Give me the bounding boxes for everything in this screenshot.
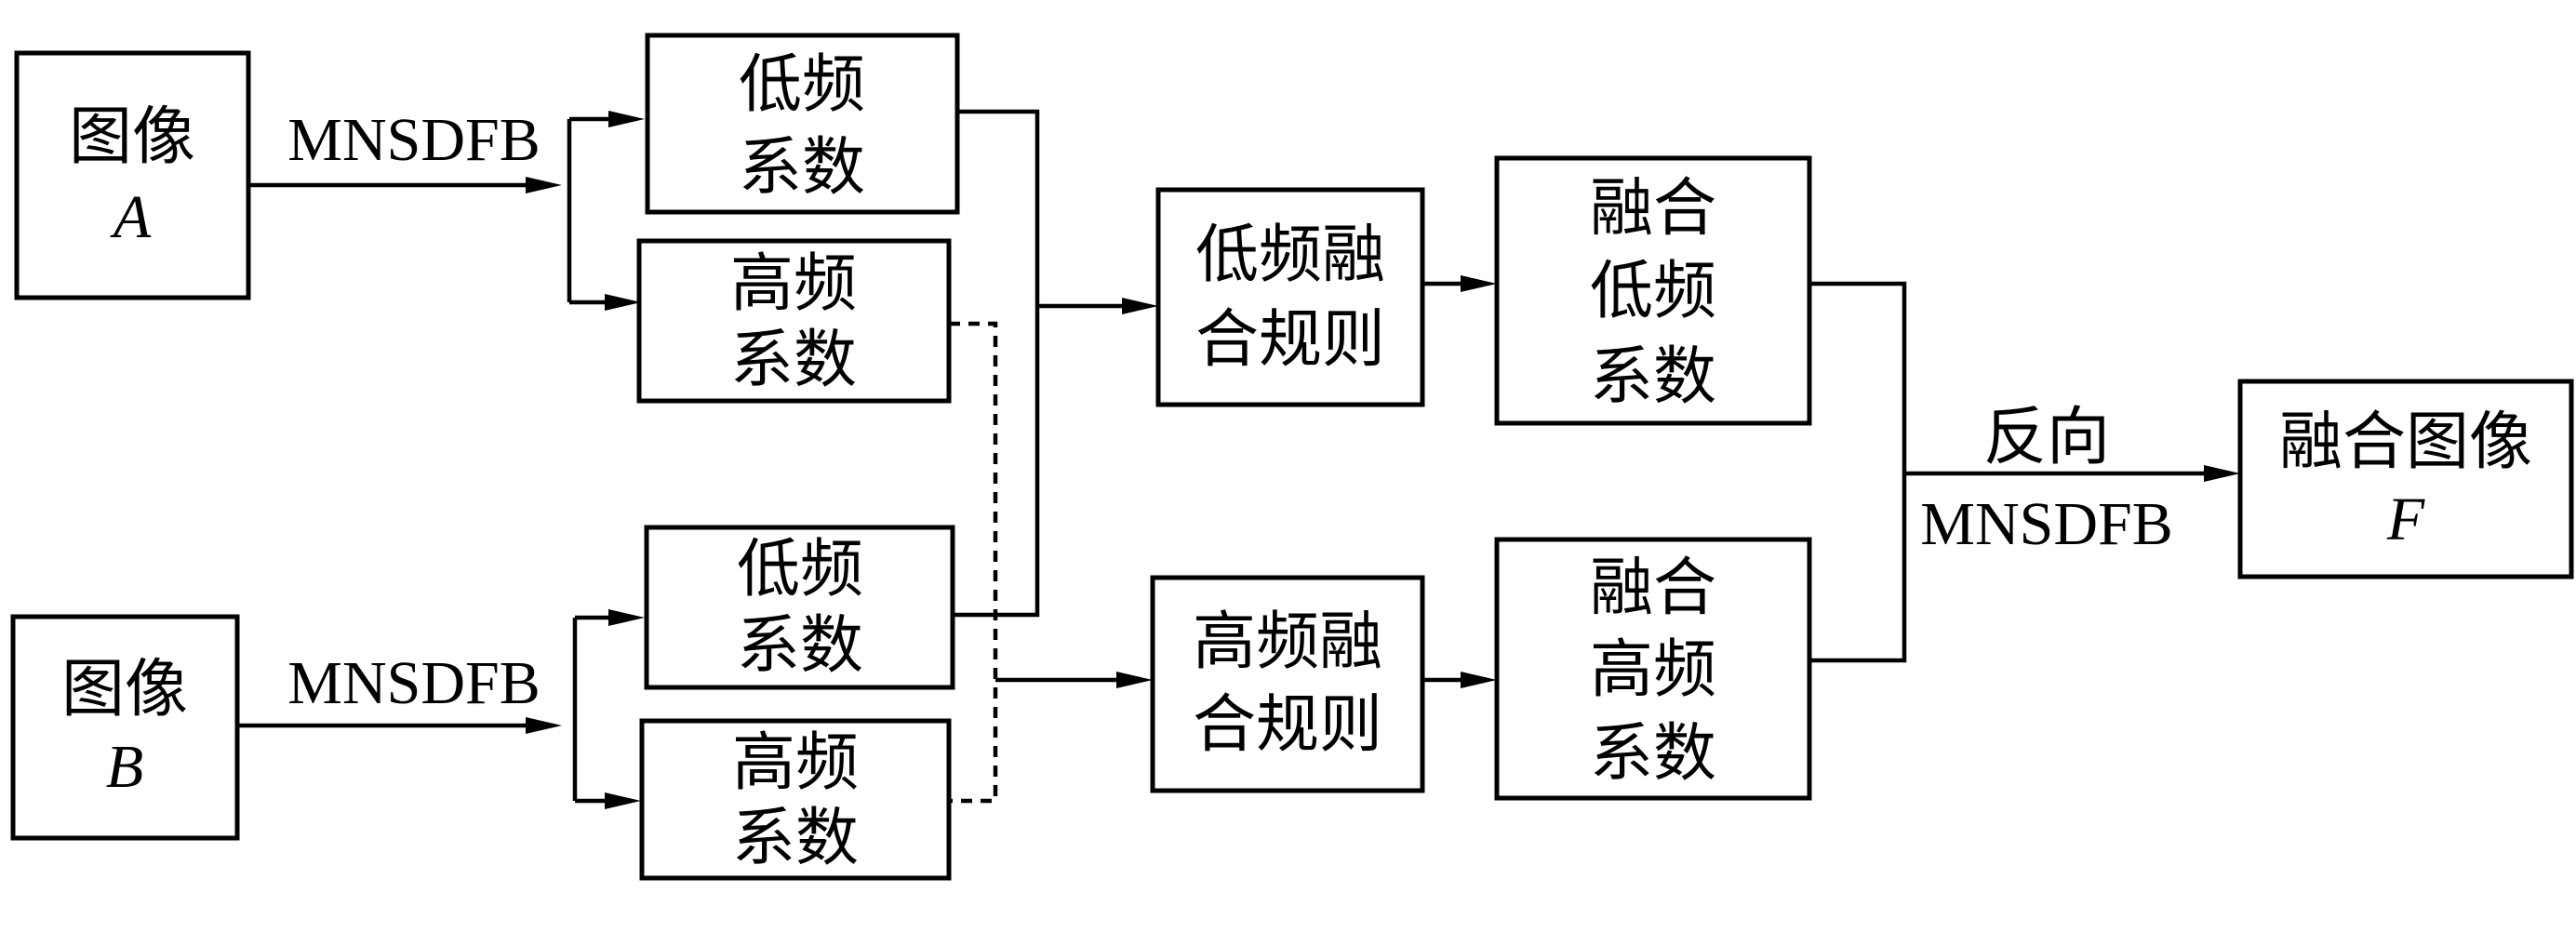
node-high-coeff-a-line1: 高频 — [730, 247, 857, 321]
node-image-a-line2: A — [110, 183, 152, 251]
node-fused-low-coeff: 融合 低频 系数 — [1494, 155, 1812, 426]
node-image-b-line2: B — [106, 733, 143, 801]
node-fused-low-coeff-line3: 系数 — [1590, 340, 1716, 414]
node-fused-high-coeff: 融合 高频 系数 — [1494, 537, 1812, 801]
node-image-b: 图像 B — [10, 614, 240, 841]
arrow-to-high-a — [605, 294, 641, 311]
connectors — [237, 109, 2240, 809]
node-high-coeff-b-line2: 系数 — [732, 802, 859, 875]
node-low-coeff-a-line2: 系数 — [739, 131, 865, 205]
node-fused-low-coeff-line2: 低频 — [1590, 255, 1716, 328]
node-low-coeff-b: 低频 系数 — [644, 525, 955, 690]
node-fused-image: 融合图像 F — [2237, 379, 2574, 579]
label-transform-b: MNSDFB — [287, 649, 540, 717]
arrow-to-high-b — [605, 792, 641, 809]
node-image-a-line1: 图像 — [69, 100, 195, 174]
node-fused-high-coeff-line3: 系数 — [1590, 717, 1716, 791]
edge-fused-merge — [1809, 281, 1907, 663]
node-fused-image-line2: F — [2386, 486, 2425, 553]
node-high-coeff-a: 高频 系数 — [636, 238, 952, 404]
arrow-to-high-rule — [1116, 672, 1153, 688]
node-low-coeff-b-line1: 低频 — [737, 533, 863, 606]
node-high-fusion-rule-line2: 合规则 — [1193, 688, 1382, 762]
node-low-fusion-rule-line2: 合规则 — [1195, 303, 1385, 377]
arrow-to-fused-high — [1461, 672, 1497, 688]
node-high-coeff-a-line2: 系数 — [730, 324, 857, 397]
arrow-to-fused-image — [2204, 465, 2240, 482]
arrow-to-low-rule — [1122, 298, 1158, 314]
node-low-coeff-a: 低频 系数 — [645, 33, 960, 215]
label-inverse-line2: MNSDFB — [1920, 490, 2172, 558]
arrow-image-a — [526, 177, 562, 193]
node-low-coeff-b-line2: 系数 — [737, 609, 863, 683]
arrow-to-fused-low — [1461, 275, 1497, 292]
node-low-fusion-rule-line1: 低频融 — [1195, 219, 1385, 292]
node-fused-image-line1: 融合图像 — [2279, 406, 2532, 479]
arrow-to-low-a — [608, 111, 645, 127]
node-image-a: 图像 A — [14, 50, 251, 300]
node-fused-low-coeff-line1: 融合 — [1590, 172, 1716, 246]
node-high-fusion-rule-line1: 高频融 — [1193, 606, 1382, 679]
node-low-coeff-a-line1: 低频 — [739, 48, 865, 122]
node-image-b-line1: 图像 — [61, 653, 188, 726]
label-inverse-line1: 反向 — [1983, 401, 2110, 474]
node-high-coeff-b-line1: 高频 — [732, 726, 859, 800]
arrow-image-b — [526, 717, 562, 734]
node-high-fusion-rule: 高频融 合规则 — [1150, 575, 1425, 793]
label-transform-a: MNSDFB — [287, 106, 540, 174]
edge-high-collector — [949, 321, 998, 804]
node-fused-high-coeff-line1: 融合 — [1590, 552, 1716, 625]
arrow-to-low-b — [608, 609, 645, 626]
node-high-coeff-b: 高频 系数 — [639, 718, 952, 881]
node-fused-high-coeff-line2: 高频 — [1590, 633, 1716, 707]
node-low-fusion-rule: 低频融 合规则 — [1155, 187, 1425, 407]
